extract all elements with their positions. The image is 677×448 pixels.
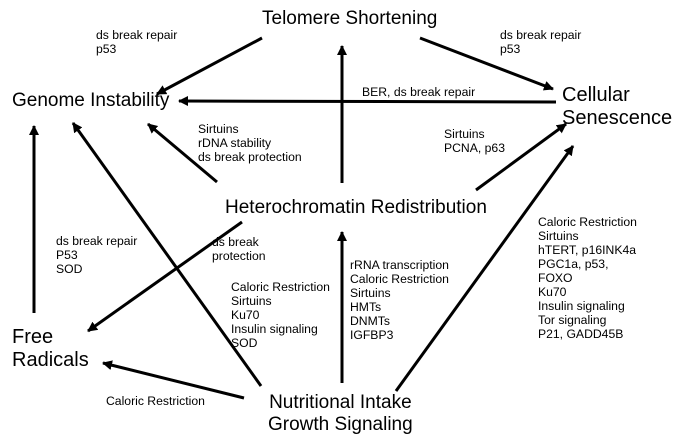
label-senescence-to-genome: BER, ds break repair: [362, 85, 475, 99]
label-line: Caloric Restriction: [538, 215, 637, 229]
label-line: FOXO: [538, 271, 573, 285]
node-heterochromatin-redistribution: Heterochromatin Redistribution: [225, 197, 487, 218]
label-nutrition-to-free-radicals: Caloric Restriction: [106, 394, 205, 408]
label-line: Caloric Restriction: [231, 280, 330, 294]
label-line: Caloric Restriction: [106, 394, 205, 408]
label-line: ds break protection: [198, 150, 302, 164]
label-line: SOD: [231, 336, 258, 350]
arrow-nutrition-to-genome: [71, 122, 263, 387]
label-nutrition-to-hetero: rRNA transcription Caloric Restriction S…: [350, 258, 449, 342]
label-line: p53: [500, 42, 521, 56]
label-line: Caloric Restriction: [350, 272, 449, 286]
arrow-hetero-to-free-radicals: [87, 220, 243, 333]
node-line: Free: [12, 326, 54, 348]
label-line: ds break repair: [56, 234, 138, 248]
arrow-hetero-to-senescence: [475, 122, 567, 192]
arrow-senescence-to-genome: [178, 96, 557, 107]
label-line: DNMTs: [350, 314, 390, 328]
label-line: IGFBP3: [350, 328, 394, 342]
node-line: Cellular: [562, 84, 630, 106]
arrow-telomere-to-genome: [156, 36, 263, 96]
arrow-nutrition-to-free-radicals: [102, 360, 245, 400]
node-line: Growth Signaling: [268, 413, 413, 435]
label-line: rRNA transcription: [350, 258, 449, 272]
label-line: PCNA, p63: [444, 141, 505, 155]
label-line: HMTs: [350, 300, 382, 314]
label-line: SOD: [56, 262, 83, 276]
arrow-telomere-to-senescence: [419, 36, 554, 91]
label-line: P21, GADD45B: [538, 327, 624, 341]
node-free-radicals: Free Radicals: [12, 326, 89, 372]
label-line: ds break: [212, 235, 259, 249]
label-line: rDNA stability: [198, 136, 272, 150]
arrow-hetero-to-genome: [147, 122, 218, 184]
label-line: hTERT, p16INK4a: [538, 243, 637, 257]
label-line: protection: [212, 249, 266, 263]
node-nutritional-intake: Nutritional Intake Growth Signaling: [268, 392, 413, 436]
node-line: Nutritional Intake: [269, 392, 412, 413]
label-line: Sirtuins: [444, 127, 485, 141]
label-line: Sirtuins: [198, 122, 239, 136]
label-nutrition-to-genome: Caloric Restriction Sirtuins Ku70 Insuli…: [231, 280, 330, 350]
label-line: ds break repair: [96, 28, 178, 42]
label-line: BER, ds break repair: [362, 85, 476, 99]
label-line: Tor signaling: [538, 313, 607, 327]
label-telomere-to-senescence: ds break repair p53: [500, 28, 581, 56]
label-line: Ku70: [538, 285, 567, 299]
label-line: p53: [96, 42, 117, 56]
label-hetero-to-senescence: Sirtuins PCNA, p63: [444, 127, 505, 155]
node-cellular-senescence: Cellular Senescence: [562, 84, 672, 130]
arrow-nutrition-to-senescence: [394, 145, 575, 392]
label-free-radicals-to-genome: ds break repair P53 SOD: [56, 234, 137, 276]
label-line: Sirtuins: [538, 229, 579, 243]
node-genome-instability: Genome Instability: [12, 90, 170, 111]
label-line: Sirtuins: [231, 294, 272, 308]
label-nutrition-to-senescence: Caloric Restriction Sirtuins hTERT, p16I…: [538, 215, 637, 341]
label-telomere-to-genome: ds break repair p53: [96, 28, 177, 56]
label-hetero-to-genome: Sirtuins rDNA stability ds break protect…: [198, 122, 302, 164]
node-line: Senescence: [562, 107, 673, 129]
label-line: ds break repair: [500, 28, 582, 42]
label-line: PGC1a, p53,: [538, 257, 609, 271]
node-telomere-shortening: Telomere Shortening: [262, 8, 438, 29]
node-line: Radicals: [12, 349, 89, 371]
label-line: Insulin signaling: [231, 322, 318, 336]
label-line: Ku70: [231, 308, 260, 322]
label-line: Insulin signaling: [538, 299, 625, 313]
label-line: Sirtuins: [350, 286, 391, 300]
label-line: P53: [56, 248, 78, 262]
label-hetero-to-free-radicals: ds break protection: [212, 235, 266, 263]
